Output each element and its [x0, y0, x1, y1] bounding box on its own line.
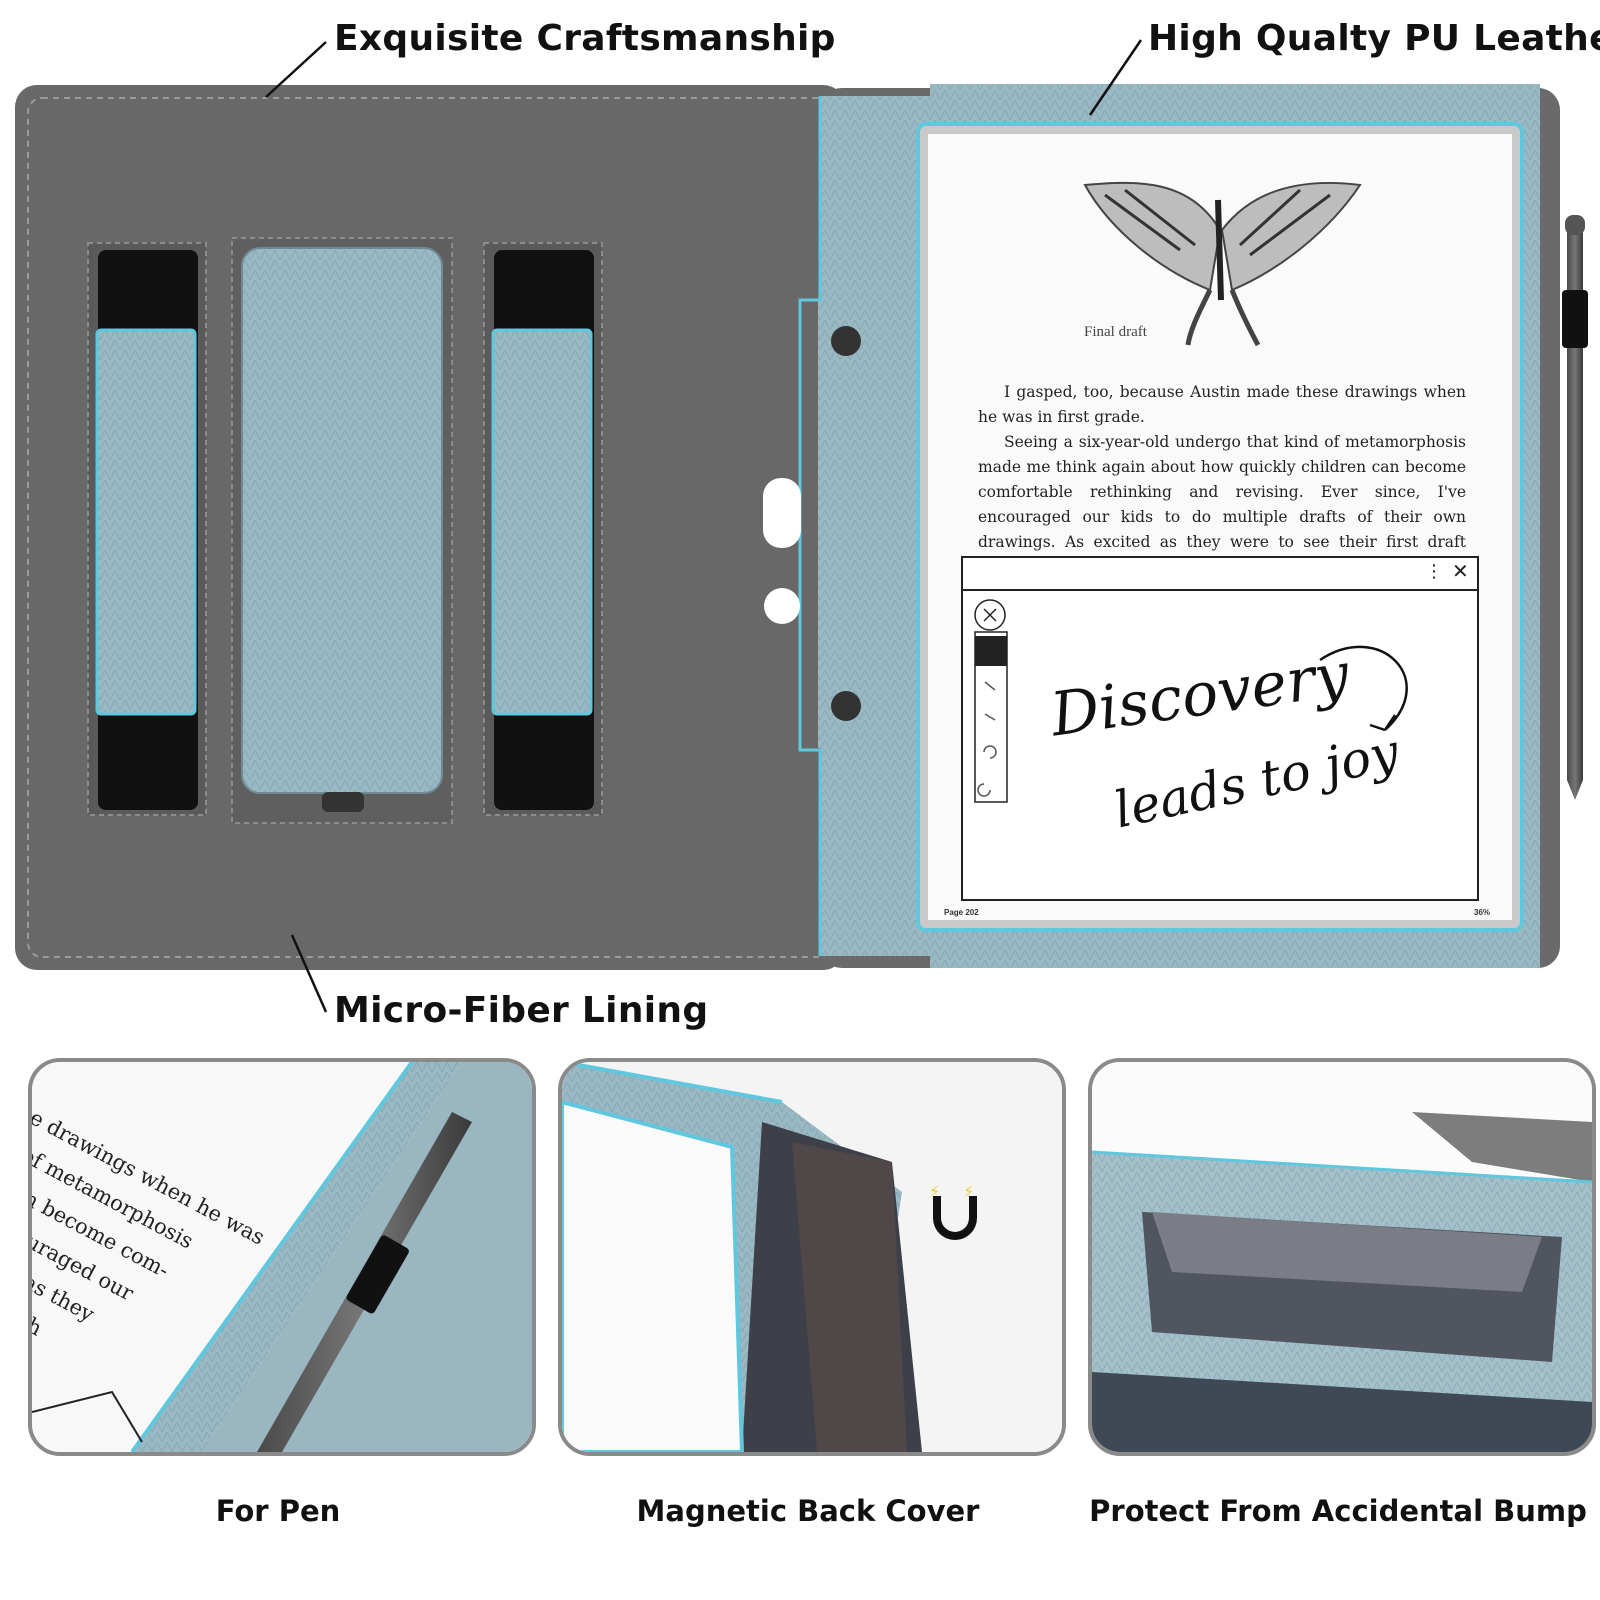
caption-pen: For Pen: [215, 1494, 341, 1528]
reader-body-text: I gasped, too, because Austin made these…: [978, 380, 1466, 552]
callout-leather: High Qualty PU Leather: [1148, 18, 1600, 59]
caption-bump: Protect From Accidental Bump: [1089, 1494, 1587, 1528]
pen-closeup: [32, 1062, 532, 1452]
detail-panel-bump: [1088, 1058, 1596, 1456]
image-caption: Final draft: [1084, 324, 1147, 340]
more-options-icon[interactable]: ⋮: [1425, 561, 1443, 582]
detail-panel-magnetic: ⚡ ⚡: [558, 1058, 1066, 1456]
left-hand-strap: [87, 242, 207, 816]
detail-panel-pen: e drawings when he was of metamorphosis …: [28, 1058, 536, 1456]
reading-progress: 36%: [1474, 908, 1491, 917]
reader-paragraph: Seeing a six-year-old undergo that kind …: [978, 433, 1466, 551]
callout-lining: Micro-Fiber Lining: [334, 990, 709, 1031]
leather-leader-line: [1088, 39, 1143, 116]
lining-leader-line: [290, 934, 328, 1013]
callout-craftsmanship: Exquisite Craftsmanship: [334, 18, 836, 59]
magnetic-cover-closeup: [562, 1062, 1062, 1452]
reader-paragraph: I gasped, too, because Austin made these…: [978, 383, 1466, 426]
caption-magnetic: Magnetic Back Cover: [636, 1494, 980, 1528]
magnet-icon: ⚡ ⚡: [927, 1182, 983, 1246]
card-pocket: [231, 237, 453, 824]
note-popup: [961, 556, 1479, 901]
craftsmanship-leader-line: [265, 41, 327, 98]
close-icon[interactable]: ✕: [1452, 559, 1469, 583]
stylus-pen: [1562, 215, 1588, 800]
page-number: Page 202: [944, 908, 979, 917]
bump-protection-closeup: [1092, 1062, 1592, 1452]
butterfly-illustration: [1083, 181, 1362, 347]
right-hand-strap: [483, 242, 603, 816]
